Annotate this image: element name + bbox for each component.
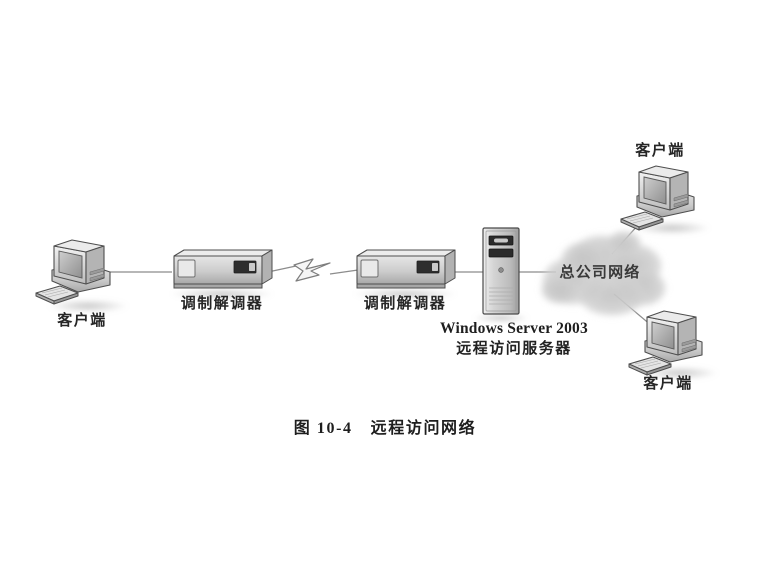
- network-cloud-icon: [541, 231, 666, 316]
- figure-caption-title: 远程访问网络: [370, 420, 477, 437]
- lightning-bolt-icon: [293, 258, 331, 282]
- client-left-icon: [35, 239, 128, 313]
- client-left-label: 客户端: [57, 313, 107, 329]
- client-top-right-icon: [620, 165, 710, 235]
- modem-right-label: 调制解调器: [363, 296, 447, 312]
- client-top-right-label: 客户端: [635, 143, 685, 159]
- modem-right-icon: [353, 249, 457, 300]
- link-modem-left-to-bolt: [267, 265, 297, 273]
- client-bottom-right-label: 客户端: [643, 376, 693, 392]
- link-bolt-to-modem-right: [329, 269, 359, 275]
- cloud-label: 总公司网络: [559, 265, 641, 281]
- server-label-english: Windows Server 2003: [440, 320, 588, 337]
- server-tower-icon: [473, 227, 529, 323]
- modem-left-label: 调制解调器: [180, 296, 264, 312]
- figure-caption-number: 图 10-4: [293, 420, 353, 437]
- figure-caption: 图 10-4 远程访问网络: [0, 414, 770, 438]
- client-bottom-right-icon: [628, 310, 718, 380]
- server-label-chinese: 远程访问服务器: [456, 341, 572, 357]
- modem-left-icon: [170, 249, 274, 300]
